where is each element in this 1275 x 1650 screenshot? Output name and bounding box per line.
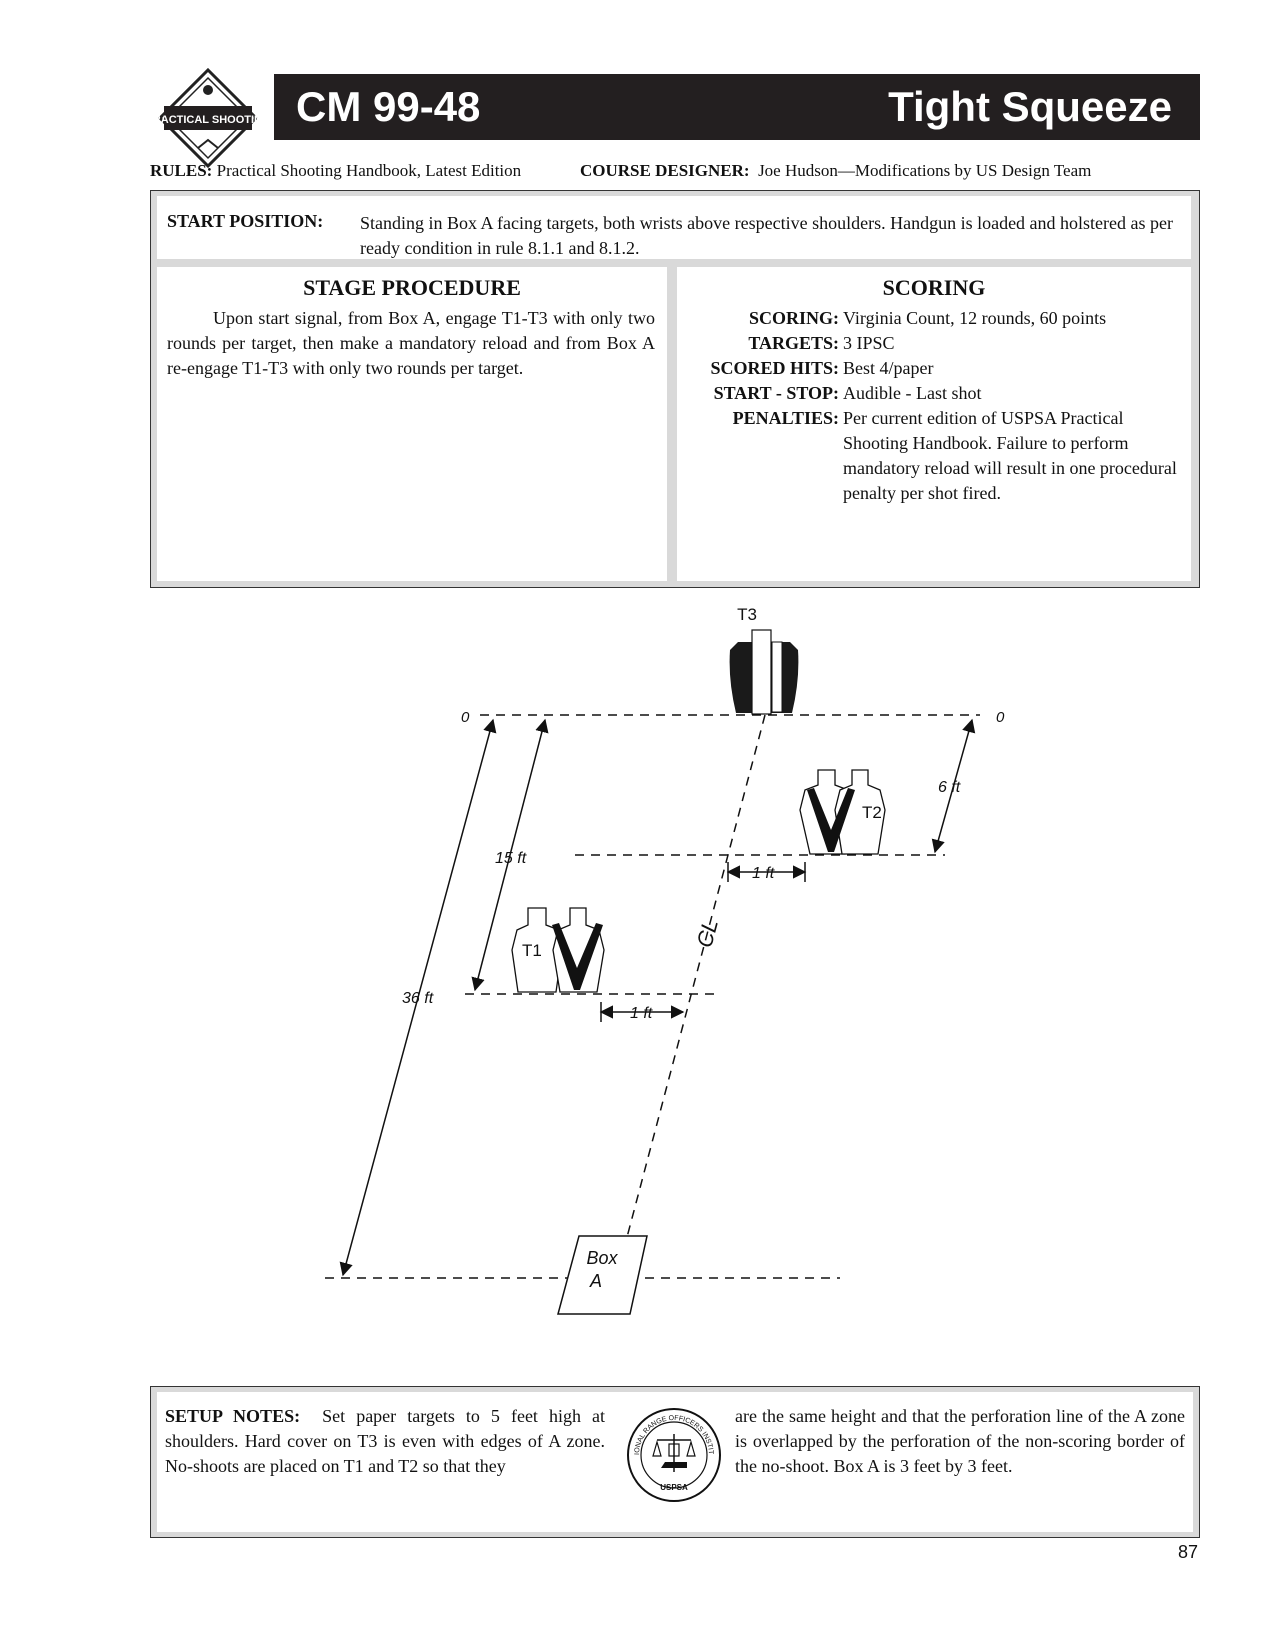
start-position-text: Standing in Box A facing targets, both w… <box>360 213 1174 258</box>
box-a-label-line1: Box <box>586 1248 618 1268</box>
target-t1 <box>511 907 605 993</box>
stage-diagram: T3 T2 T1 0 0 6 ft 15 ft 36 ft 1 ft 1 ft … <box>325 605 1005 1315</box>
setup-notes-text-left: Set paper targets to 5 feet high at shou… <box>165 1406 606 1476</box>
t3-label: T3 <box>737 605 757 624</box>
dim-36ft-arrow <box>339 718 497 1277</box>
stage-procedure-panel: STAGE PROCEDURE Upon start signal, from … <box>157 267 667 581</box>
target-t3 <box>729 629 799 715</box>
stage-procedure-heading: STAGE PROCEDURE <box>303 275 521 300</box>
stage-info-box: START POSITION: Standing in Box A facing… <box>150 190 1200 588</box>
scored-hits-value: Best 4/paper <box>843 358 934 378</box>
seal-bottom-text: USPSA <box>660 1483 688 1492</box>
dim-15ft-label: 15 ft <box>495 850 527 867</box>
logo-text: PRACTICAL SHOOTING <box>158 114 258 126</box>
dim-15ft-arrow <box>471 718 549 992</box>
scored-hits-label: SCORED HITS: <box>710 358 839 378</box>
page-number: 87 <box>1177 1542 1198 1562</box>
dim-1ft-t1-label: 1 ft <box>630 1005 653 1022</box>
scoring-panel: SCORING SCORING: Virginia Count, 12 roun… <box>677 267 1191 581</box>
practical-shooting-logo: PRACTICAL SHOOTING <box>145 67 271 169</box>
setup-notes-right: are the same height and that the perfora… <box>735 1406 1185 1476</box>
start-position-label: START POSITION: <box>167 211 324 231</box>
scoring-label: SCORING: <box>748 308 839 328</box>
penalties-value: Per current edition of USPSA Practical S… <box>843 408 1177 503</box>
designer-value: Joe Hudson—Modifications by US Design Te… <box>758 161 1092 180</box>
setup-notes-left: SETUP NOTES: Set paper targets to 5 feet… <box>165 1404 605 1479</box>
t1-label: T1 <box>522 941 542 960</box>
course-name: Tight Squeeze <box>888 83 1172 130</box>
designer-label: COURSE DESIGNER: <box>580 161 750 180</box>
zero-right-label: 0 <box>996 709 1005 726</box>
box-a <box>557 1235 648 1315</box>
penalties-label: PENALTIES: <box>732 408 839 428</box>
rules-value: Practical Shooting Handbook, Latest Edit… <box>216 161 522 180</box>
scoring-value: Virginia Count, 12 rounds, 60 points <box>843 308 1107 328</box>
dim-1ft-t2-label: 1 ft <box>752 865 775 882</box>
targets-value: 3 IPSC <box>843 333 895 353</box>
course-number: CM 99-48 <box>296 83 481 130</box>
start-stop-label: START - STOP: <box>713 383 839 403</box>
zero-left-label: 0 <box>461 709 470 726</box>
dim-6ft-arrow <box>931 718 976 854</box>
scoring-heading: SCORING <box>882 275 986 300</box>
start-stop-value: Audible - Last shot <box>843 383 982 403</box>
dim-36ft-label: 36 ft <box>402 990 434 1007</box>
setup-notes-box: SETUP NOTES: Set paper targets to 5 feet… <box>150 1386 1200 1538</box>
title-bar: CM 99-48 Tight Squeeze <box>274 74 1200 140</box>
start-position-panel: START POSITION: Standing in Box A facing… <box>157 196 1191 259</box>
targets-label: TARGETS: <box>748 333 839 353</box>
dim-6ft-label: 6 ft <box>938 779 961 796</box>
nroi-seal-icon: NATIONAL RANGE OFFICERS INSTITUTE USPSA <box>622 1401 723 1504</box>
t2-label: T2 <box>862 803 882 822</box>
rules-label: RULES: <box>150 161 213 180</box>
centerline-label: CL <box>692 916 723 950</box>
centerline <box>616 714 766 1276</box>
stage-procedure-text: Upon start signal, from Box A, engage T1… <box>167 308 655 378</box>
setup-notes-label: SETUP NOTES: <box>165 1406 301 1426</box>
target-t2 <box>799 769 886 855</box>
rules-line: RULES: Practical Shooting Handbook, Late… <box>150 161 1200 181</box>
box-a-label-line2: A <box>589 1271 602 1291</box>
